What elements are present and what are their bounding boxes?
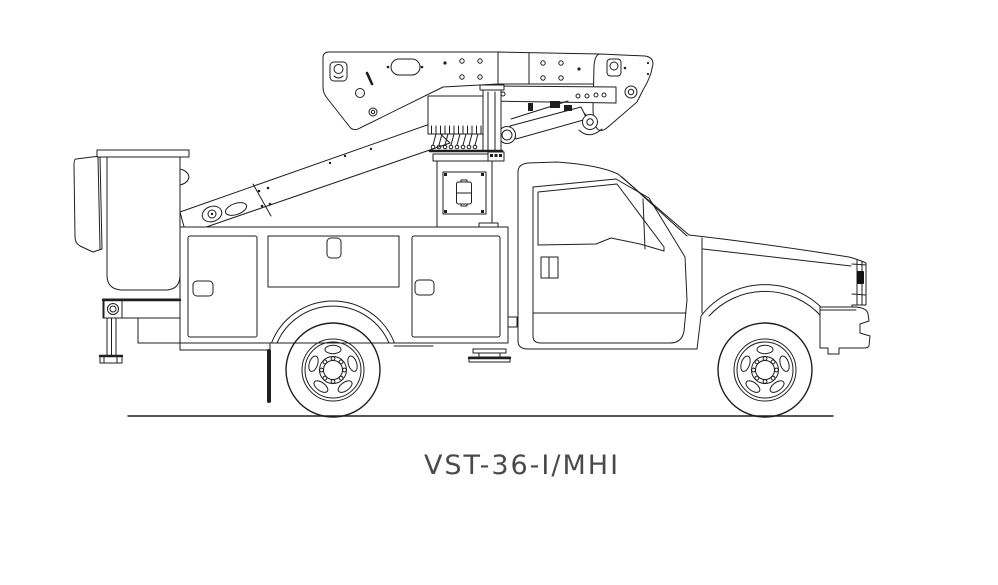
boom-cutout-oval (224, 202, 248, 216)
hydraulic-hoses (430, 133, 479, 150)
lower-boom-splice (252, 183, 272, 217)
door-window (537, 183, 665, 252)
bucket-rim (96, 149, 190, 158)
rear-wheel-arch-inner (276, 305, 390, 344)
bucket-liner-panel (73, 155, 103, 253)
vent-window-divider (642, 198, 646, 250)
pedestal-body (436, 160, 493, 228)
cab-outline (517, 161, 867, 350)
headlight (857, 271, 864, 284)
grille (851, 259, 867, 306)
elbow-pivot (582, 114, 598, 130)
cab-door (532, 178, 688, 344)
control-panel (442, 171, 487, 215)
front-rim (736, 341, 794, 399)
rear-rim-slots (308, 344, 358, 393)
valve-stems (431, 125, 482, 135)
body-skirt (179, 342, 271, 351)
riser-turntable (428, 84, 505, 162)
door-handle-middle (326, 237, 342, 259)
rear-lug-nuts (319, 356, 347, 384)
hood-crease (702, 248, 852, 267)
model-label: VST-36-I/MHI (424, 450, 620, 481)
pivot-link-bar (486, 85, 617, 104)
boom-linkage (486, 85, 617, 144)
undercarriage (179, 342, 512, 403)
upper-boom-mid-section (497, 51, 601, 85)
aerial-bucket (73, 149, 190, 291)
outrigger-beam (102, 298, 181, 319)
riser-column (482, 88, 502, 152)
front-bumper (819, 306, 871, 355)
front-wheel-arch-inner (708, 290, 822, 317)
boom-handhold-cutout (390, 58, 421, 76)
rear-tire (285, 322, 381, 418)
valve-bank-box (427, 95, 484, 135)
upper-boom (322, 51, 654, 131)
compartment-door-rear (187, 235, 258, 338)
rear-rim (304, 341, 362, 399)
compartment-door-front (411, 235, 501, 338)
outrigger (98, 298, 182, 364)
lower-boom-band (179, 123, 451, 235)
body-shell (179, 226, 509, 344)
door-handle-front (414, 279, 435, 296)
cab (517, 161, 867, 350)
rear-wheel (285, 322, 381, 418)
lift-cylinder (509, 106, 588, 140)
door-handle-rear (192, 280, 214, 297)
upper-boom-left-plate (322, 51, 499, 131)
bucket-mount-tab (179, 168, 190, 186)
service-body (179, 226, 518, 344)
bucket-body (106, 156, 181, 291)
access-step-plate (472, 348, 507, 354)
lower-boom (179, 123, 451, 235)
front-lug-nuts (751, 356, 779, 384)
valve-bank (427, 95, 484, 150)
front-wheel (717, 322, 813, 418)
outrigger-bracket (137, 317, 181, 344)
pedestal (436, 160, 499, 228)
front-rim-slots (740, 344, 790, 393)
compartment-door-middle (267, 235, 400, 288)
bumper-outline (819, 306, 871, 355)
rear-wheel-arch-outer (271, 300, 395, 344)
boom-pivot-pad (201, 205, 223, 223)
upper-boom-right-plate (592, 53, 654, 131)
front-tire (717, 322, 813, 418)
